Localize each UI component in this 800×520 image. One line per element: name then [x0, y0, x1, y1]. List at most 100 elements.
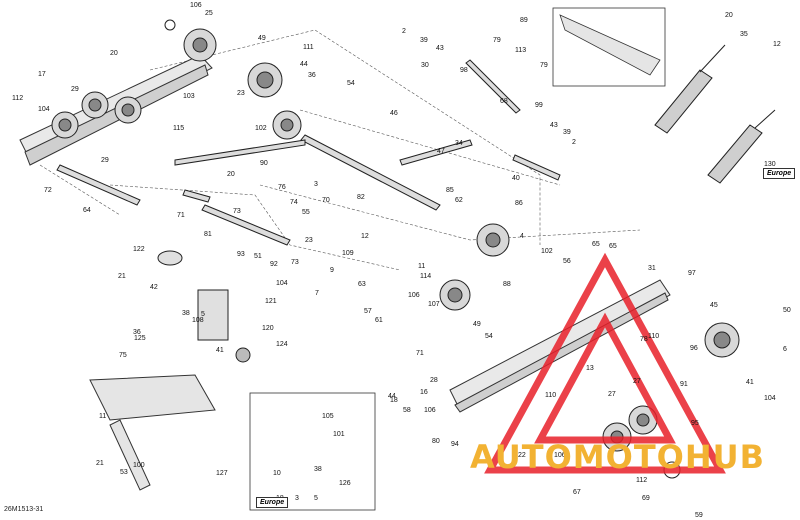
part-callout: 51 — [254, 253, 262, 260]
part-callout: 127 — [216, 470, 228, 477]
part-callout: 104 — [276, 280, 288, 287]
part-callout: 126 — [339, 480, 351, 487]
part-callout: 45 — [710, 302, 718, 309]
part-callout: 122 — [133, 246, 145, 253]
part-callout: 74 — [290, 199, 298, 206]
part-callout: 25 — [205, 10, 213, 17]
part-callout: 2 — [572, 139, 576, 146]
part-callout: 65 — [592, 241, 600, 248]
part-callout: 65 — [609, 243, 617, 250]
part-callout: 7 — [315, 290, 319, 297]
part-callout: 80 — [432, 438, 440, 445]
part-callout: 115 — [173, 125, 184, 132]
part-callout: 110 — [545, 392, 556, 399]
part-callout: 91 — [680, 381, 688, 388]
part-callout: 63 — [358, 281, 366, 288]
part-callout: 112 — [636, 477, 647, 484]
part-callout: 106 — [554, 452, 566, 459]
part-callout: 71 — [177, 212, 185, 219]
part-callout: 94 — [451, 441, 459, 448]
part-callout: 67 — [573, 489, 581, 496]
part-callout: 27 — [633, 378, 641, 385]
part-callout: 3 — [295, 495, 299, 502]
part-callout: 124 — [276, 341, 288, 348]
part-callout: 11 — [99, 413, 106, 420]
part-callout: 100 — [133, 462, 145, 469]
part-callout: 110 — [648, 333, 659, 340]
part-callout: 130 — [764, 161, 776, 168]
part-callout: 121 — [265, 298, 277, 305]
part-callout: 44 — [300, 61, 308, 68]
part-callout: 64 — [83, 207, 91, 214]
part-callout: 111 — [303, 44, 314, 51]
part-callout: 21 — [118, 273, 126, 280]
part-callout: 106 — [190, 2, 202, 9]
part-callout: 38 — [182, 310, 190, 317]
part-callout: 98 — [460, 67, 468, 74]
part-callout: 90 — [260, 160, 268, 167]
part-callout: 54 — [485, 333, 493, 340]
part-callout: 61 — [375, 317, 383, 324]
part-callout: 39 — [420, 37, 428, 44]
part-callout: 81 — [204, 231, 212, 238]
part-callout: 34 — [455, 140, 463, 147]
part-callout: 50 — [783, 307, 791, 314]
region-badge: Europe — [256, 497, 289, 508]
part-callout: 102 — [541, 248, 553, 255]
part-callout: 31 — [648, 265, 656, 272]
part-callout: 28 — [430, 377, 438, 384]
part-callout: 85 — [446, 187, 454, 194]
part-callout: 41 — [216, 347, 224, 354]
part-callout: 89 — [520, 17, 528, 24]
part-callout: 20 — [227, 171, 235, 178]
part-callout: 23 — [305, 237, 313, 244]
part-callout: 70 — [322, 197, 330, 204]
part-callout: 18 — [390, 397, 398, 404]
part-callout: 101 — [333, 431, 345, 438]
part-callout: 97 — [688, 270, 696, 277]
part-callout: 73 — [233, 208, 241, 215]
part-callout: 20 — [110, 50, 118, 57]
part-callout: 29 — [101, 157, 109, 164]
part-callout: 10 — [273, 470, 281, 477]
part-callout: 112 — [12, 95, 23, 102]
part-callout: 96 — [690, 345, 698, 352]
part-callout: 99 — [535, 102, 543, 109]
part-callout: 56 — [563, 258, 571, 265]
part-callout: 113 — [515, 47, 526, 54]
part-callout: 79 — [493, 37, 501, 44]
part-callout: 92 — [270, 261, 278, 268]
part-callout: 55 — [302, 209, 310, 216]
part-callout: 107 — [428, 301, 440, 308]
diagram-code: 26M1513-31 — [4, 506, 44, 513]
part-callout: 5 — [201, 311, 205, 318]
part-callout: 30 — [421, 62, 429, 69]
part-callout: 125 — [134, 335, 146, 342]
part-callout: 46 — [390, 110, 398, 117]
part-callout: 57 — [364, 308, 372, 315]
part-callout: 82 — [357, 194, 365, 201]
part-callout: 78 — [640, 336, 648, 343]
part-callout: 12 — [773, 41, 781, 48]
part-callout: 53 — [120, 469, 128, 476]
part-callout: 106 — [424, 407, 436, 414]
part-callout: 120 — [262, 325, 274, 332]
part-callout: 43 — [436, 45, 444, 52]
part-callout: 71 — [416, 350, 424, 357]
part-callout: 72 — [44, 187, 52, 194]
part-callout: 44 — [388, 393, 396, 400]
part-callout: 2 — [402, 28, 406, 35]
part-callout: 17 — [38, 71, 46, 78]
part-callout: 23 — [237, 90, 245, 97]
part-callout: 41 — [746, 379, 754, 386]
part-callout: 54 — [347, 80, 355, 87]
part-callout: 16 — [420, 389, 428, 396]
part-callout: 88 — [503, 281, 511, 288]
part-callout: 58 — [403, 407, 411, 414]
part-callout: 47 — [437, 148, 445, 155]
part-callout: 4 — [520, 233, 524, 240]
part-callout: 109 — [342, 250, 354, 257]
part-callout: 36 — [133, 329, 141, 336]
